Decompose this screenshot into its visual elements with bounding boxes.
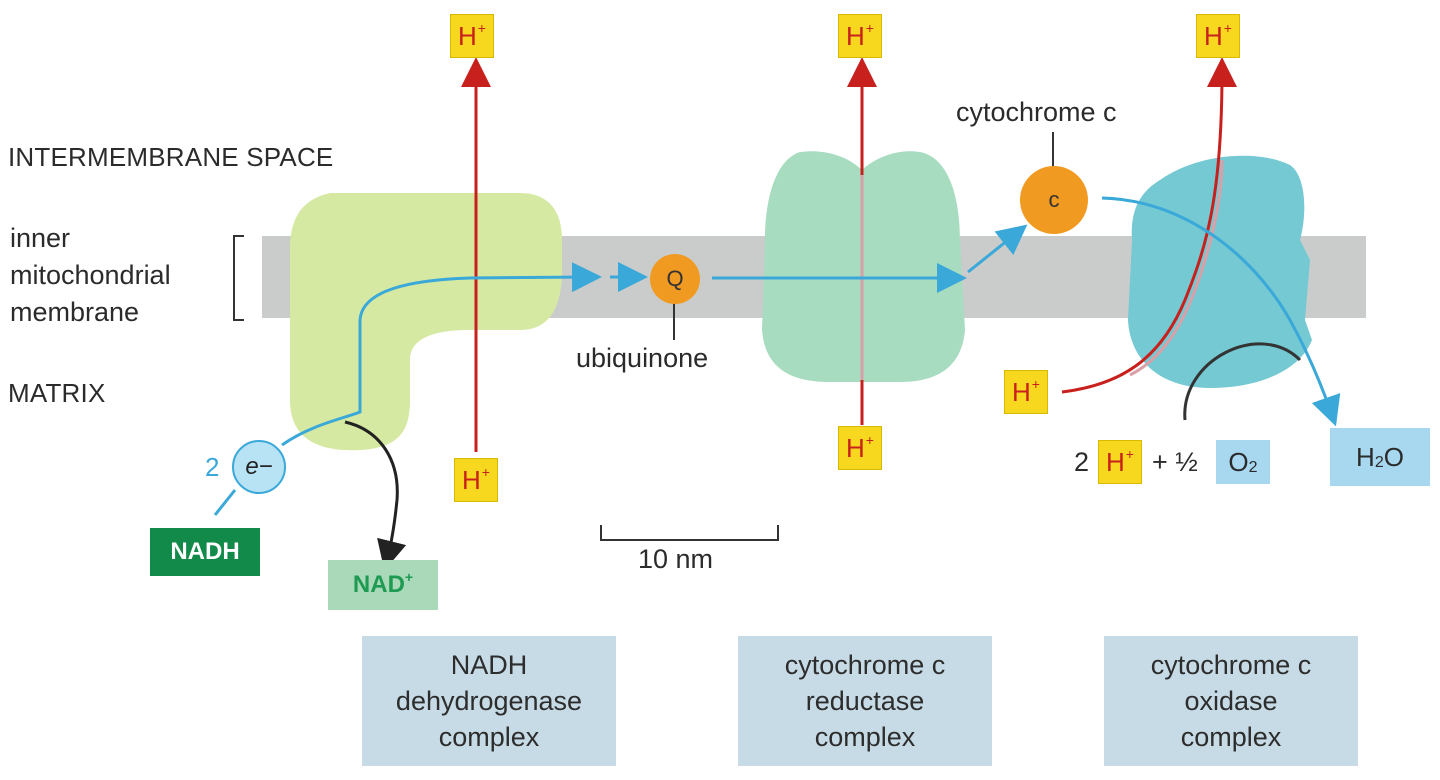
- electron-count: 2: [205, 452, 220, 482]
- electron-path-nadh: [213, 489, 237, 516]
- nadh-dehydrogenase-shape: [290, 193, 562, 451]
- electron-path-to-cyt-c: [967, 224, 1028, 274]
- proton-box-top-2: H+: [838, 14, 882, 58]
- proton-box-top-1: H+: [450, 14, 494, 58]
- proton-box-bottom-1: H+: [454, 458, 498, 502]
- nadh-box: NADH: [150, 528, 260, 576]
- nad-plus-box: NAD+: [328, 560, 438, 610]
- electron-circle: e−: [232, 440, 286, 494]
- proton-arrow-3-inner: [1129, 159, 1224, 377]
- electron-path-into-complex1: [281, 262, 602, 447]
- oxygen-reduction-arc: [1183, 342, 1302, 421]
- membrane-bracket: [233, 235, 244, 321]
- inner-membrane-label-line1: inner: [10, 223, 71, 253]
- reaction-half: + ½: [1152, 447, 1198, 477]
- intermembrane-space-label: INTERMEMBRANE SPACE: [8, 142, 334, 172]
- matrix-label: MATRIX: [8, 378, 106, 408]
- proton-box-bottom-2: H+: [838, 426, 882, 470]
- proton-arrow-3: [1061, 57, 1237, 394]
- nad-release-arrow: [344, 420, 407, 571]
- proton-box-matrix-3: H+: [1004, 370, 1048, 414]
- ubiquinone-circle: Q: [650, 254, 700, 304]
- cytochrome-c-label: cytochrome c: [956, 97, 1117, 127]
- reaction-coefficient: 2: [1074, 447, 1090, 477]
- proton-box-top-3: H+: [1196, 14, 1240, 58]
- cytochrome-c-circle: c: [1020, 166, 1088, 234]
- scale-bar: [600, 525, 779, 541]
- inner-membrane-label-line3: membrane: [10, 297, 140, 327]
- electron-path-to-water: [1101, 196, 1341, 427]
- scale-bar-label: 10 nm: [638, 544, 714, 574]
- inner-membrane-label-line2: mitochondrial: [10, 260, 171, 290]
- ubiquinone-label: ubiquinone: [576, 343, 709, 373]
- proton-box-reaction: H+: [1098, 440, 1142, 484]
